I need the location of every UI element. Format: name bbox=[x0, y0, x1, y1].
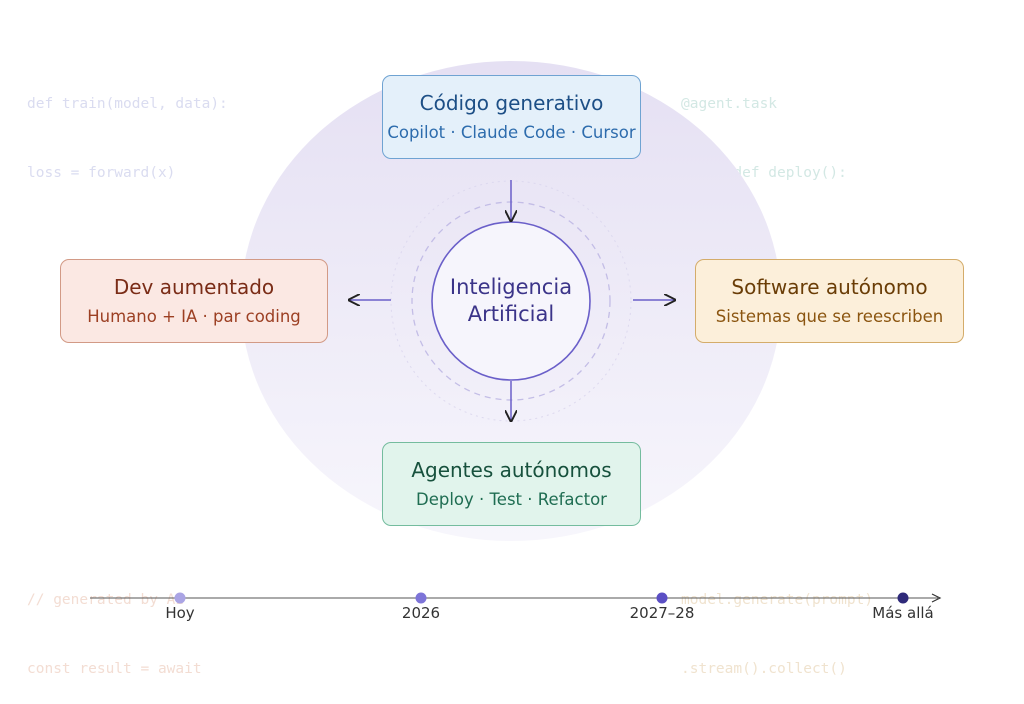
timeline-dot bbox=[656, 592, 668, 604]
timeline-dot bbox=[415, 592, 427, 604]
card-dev-aumentado: Dev aumentado Humano + IA · par coding bbox=[60, 259, 328, 343]
code-line: def train(model, data): bbox=[27, 96, 228, 112]
code-line: .stream().collect() bbox=[681, 661, 847, 677]
center-label-line2: Artificial bbox=[467, 302, 555, 326]
code-line: model.generate(prompt) bbox=[681, 592, 874, 608]
card-title: Software autónomo bbox=[731, 275, 928, 299]
card-agentes-autonomos: Agentes autónomos Deploy · Test · Refact… bbox=[382, 442, 641, 526]
card-title: Código generativo bbox=[419, 91, 604, 115]
code-line: @agent.task bbox=[681, 96, 778, 112]
card-subtitle: Humano + IA · par coding bbox=[87, 307, 301, 326]
timeline-label-hoy: Hoy bbox=[165, 604, 195, 622]
timeline-arrowhead bbox=[931, 593, 942, 603]
timeline-label-2027-28: 2027–28 bbox=[629, 604, 695, 622]
code-line: const result = await bbox=[27, 661, 202, 677]
card-subtitle: Sistemas que se reescriben bbox=[715, 307, 944, 326]
center-label: Inteligencia Artificial bbox=[432, 222, 590, 380]
card-subtitle: Deploy · Test · Refactor bbox=[416, 490, 607, 509]
timeline-dots bbox=[174, 592, 909, 604]
timeline-label-2026: 2026 bbox=[401, 604, 441, 622]
timeline-label-mas-alla: Más allá bbox=[872, 604, 934, 622]
card-software-autonomo: Software autónomo Sistemas que se reescr… bbox=[695, 259, 964, 343]
card-codigo-generativo: Código generativo Copilot · Claude Code … bbox=[382, 75, 641, 159]
card-title: Agentes autónomos bbox=[411, 458, 612, 482]
timeline-dot bbox=[174, 592, 186, 604]
code-line: loss = forward(x) bbox=[27, 165, 176, 181]
center-label-line1: Inteligencia bbox=[449, 275, 573, 299]
card-title: Dev aumentado bbox=[113, 275, 275, 299]
diagram-canvas bbox=[90, 61, 942, 604]
timeline-dot bbox=[897, 592, 909, 604]
card-subtitle: Copilot · Claude Code · Cursor bbox=[387, 123, 636, 142]
code-snippet-top-left: def train(model, data): loss = forward(x… bbox=[27, 47, 228, 208]
